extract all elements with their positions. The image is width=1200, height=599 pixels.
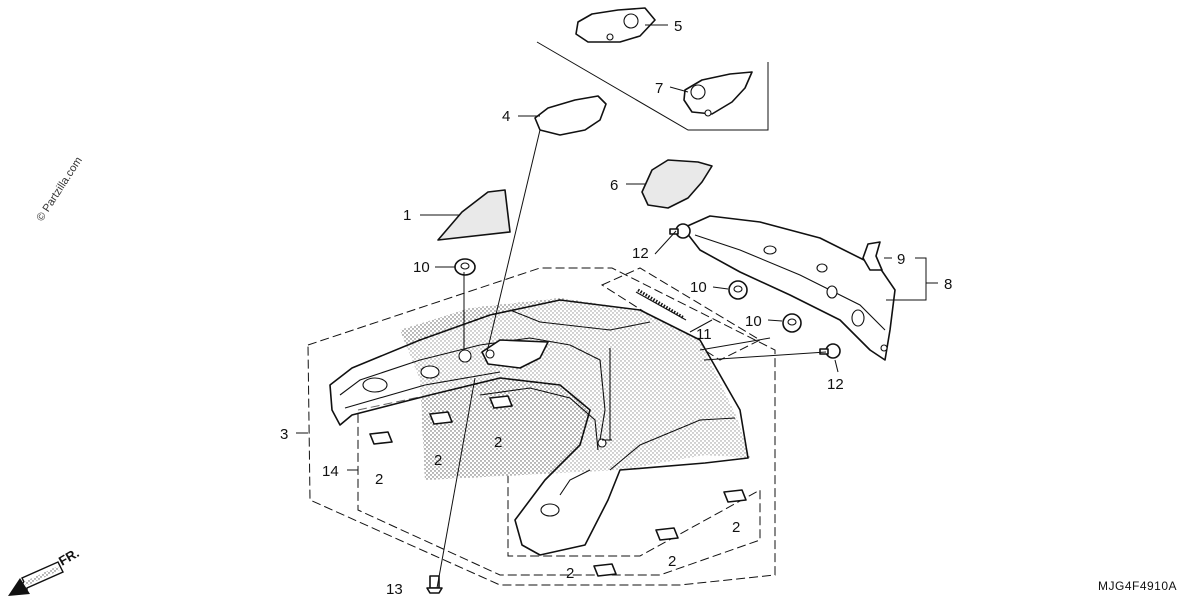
grommet-part-10-middle [728,280,748,300]
callout-8: 8 [944,276,952,293]
callout-1: 1 [403,207,411,224]
callout-5: 5 [674,18,682,35]
callout-2-d: 2 [566,565,574,582]
seat-cowl-part-3 [329,298,750,556]
callout-12-upper: 12 [632,245,649,262]
pad-part-2-c [489,395,513,409]
callout-10-middle: 10 [690,279,707,296]
strip-part-11 [635,288,687,321]
callout-13: 13 [386,581,403,598]
clip-part-9 [862,241,883,271]
callout-10-right: 10 [745,313,762,330]
bolt-part-12-lower [819,343,841,359]
callout-2-c: 2 [494,434,502,451]
pad-part-2-d [593,563,617,577]
pad-part-2-b [429,411,453,425]
screw-part-13 [426,575,443,594]
assembly-7-outline [536,41,769,131]
callout-11: 11 [696,326,712,343]
callout-2-a: 2 [375,471,383,488]
callout-2-f: 2 [732,519,740,536]
assembly-11-outline [600,267,762,361]
callout-9: 9 [897,251,905,268]
grommet-part-10-left [454,258,476,276]
panel-part-4 [534,95,607,136]
panel-part-6 [641,159,713,209]
callout-7: 7 [655,80,663,97]
bracket-part-7 [683,71,753,117]
watermark-text: © Partzilla.com [34,155,84,224]
diagram-code: MJG4F4910A [1098,579,1177,593]
callout-14: 14 [322,463,339,480]
grommet-part-10-right [782,313,802,333]
callout-12-lower: 12 [827,376,844,393]
callout-3: 3 [280,426,288,443]
callout-2-b: 2 [434,452,442,469]
leader-lines [296,24,938,589]
callout-10-left: 10 [413,259,430,276]
pad-part-2-a [369,431,393,445]
pad-part-2-f [723,489,747,503]
panel-part-1 [437,189,511,241]
rail-part-8 [682,215,896,361]
front-direction-arrow [8,561,64,596]
callout-6: 6 [610,177,618,194]
assembly-3-outline [307,267,776,586]
callout-2-e: 2 [668,553,676,570]
bolt-part-12-upper [669,223,691,239]
pad-part-2-e [655,527,679,541]
callout-4: 4 [502,108,510,125]
bracket-part-5 [575,7,656,43]
